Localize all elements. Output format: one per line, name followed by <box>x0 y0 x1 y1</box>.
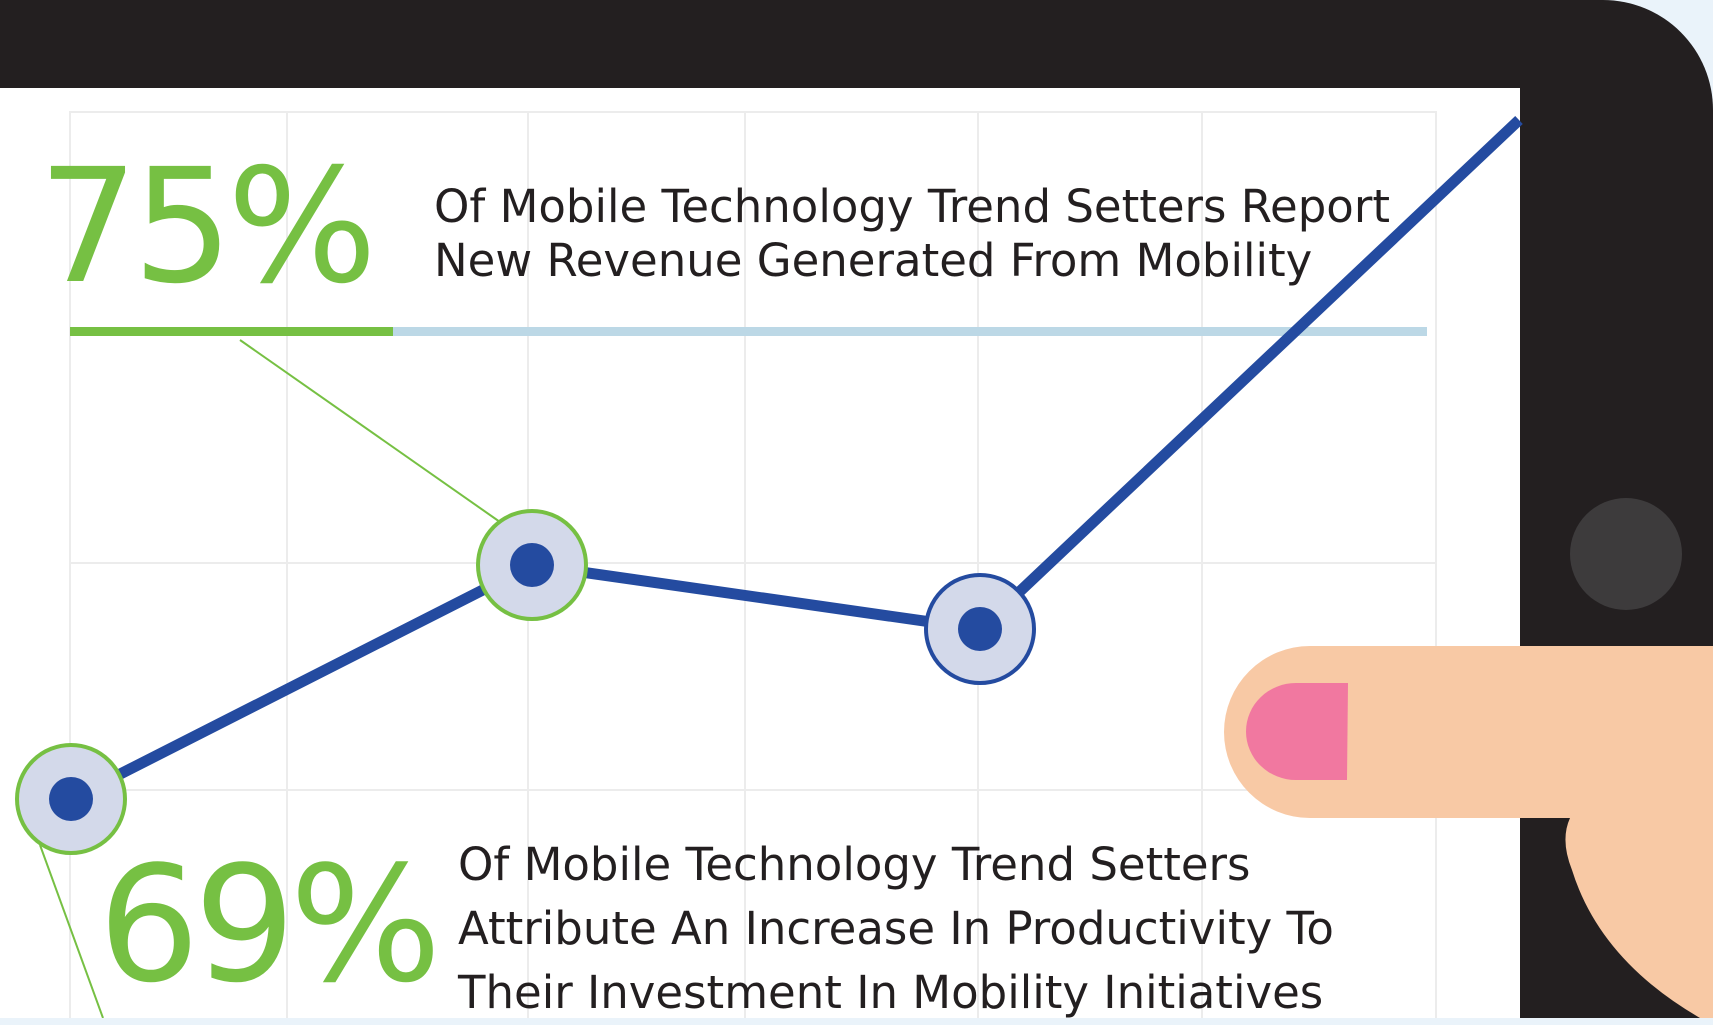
grid-border <box>69 111 1437 1018</box>
grid <box>69 111 1437 1018</box>
stat2-percentage: 69% <box>98 831 442 1018</box>
trend-line <box>68 116 1523 804</box>
stat2-connector <box>39 844 104 1018</box>
marker-dot <box>958 607 1002 651</box>
stat1-underline <box>70 327 393 336</box>
stat1-line: Of Mobile Technology Trend Setters Repor… <box>434 180 1390 233</box>
stat1-description: Of Mobile Technology Trend Setters Repor… <box>434 180 1390 288</box>
stat1-line: New Revenue Generated From Mobility <box>434 234 1313 287</box>
stat2-line: Attribute An Increase In Productivity To <box>458 902 1334 955</box>
stat1-underline-track <box>393 327 1427 336</box>
tablet-home-button-icon <box>1570 498 1682 610</box>
tablet-screen <box>0 88 1520 1018</box>
stat2-description: Of Mobile Technology Trend Setters Attri… <box>458 833 1334 1025</box>
marker-dot <box>49 777 93 821</box>
stat2-line: Of Mobile Technology Trend Setters <box>458 838 1251 891</box>
data-point-3 <box>924 573 1036 685</box>
data-point-1 <box>15 743 127 855</box>
marker-dot <box>510 543 554 587</box>
stat1-percentage: 75% <box>38 135 377 319</box>
pointing-finger-icon <box>1224 646 1713 1018</box>
data-point-2 <box>476 509 588 621</box>
stat2-line: Their Investment In Mobility Initiatives <box>458 966 1324 1019</box>
stat1-connector <box>239 339 501 523</box>
fingernail <box>1246 683 1348 780</box>
